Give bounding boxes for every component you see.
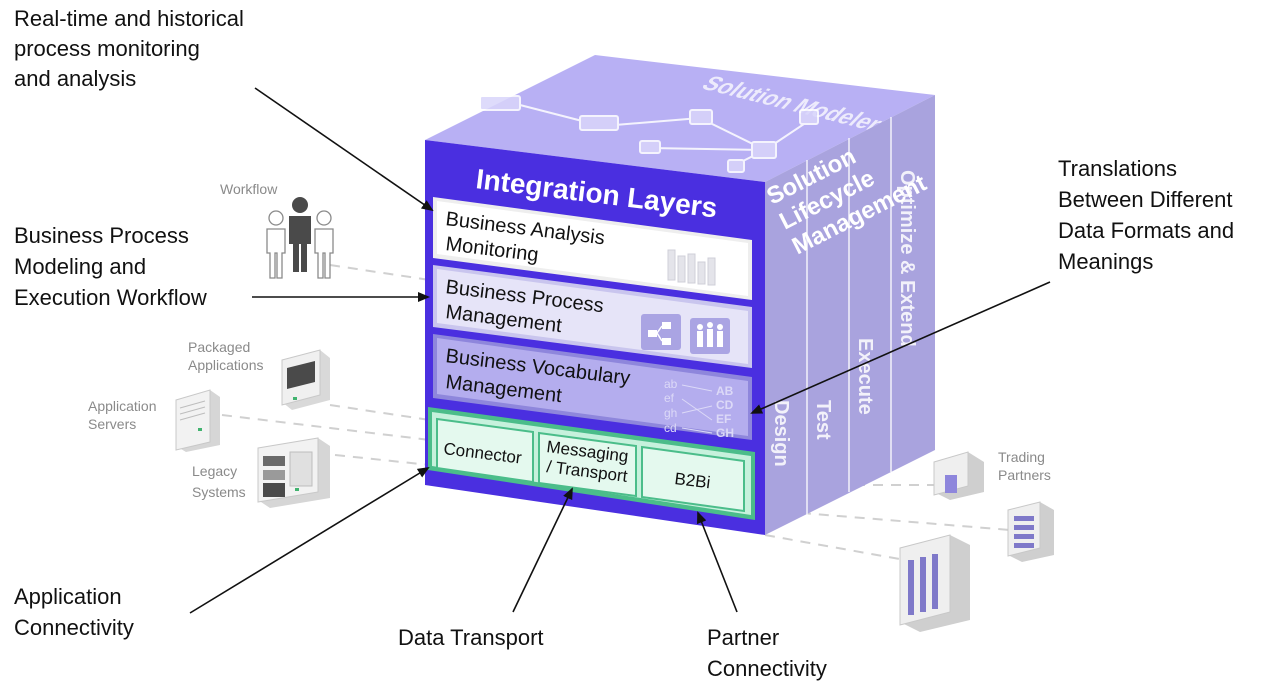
translations-line-4: Meanings bbox=[1058, 249, 1153, 274]
arrow-partner-connectivity bbox=[697, 511, 738, 613]
translations-line-1: Translations bbox=[1058, 156, 1177, 181]
partner-conn-line-1: Partner bbox=[707, 625, 779, 650]
process-flow-icon bbox=[641, 314, 681, 350]
bpm-callout-line-3: Execution Workflow bbox=[14, 285, 207, 310]
callout-partner-connectivity: Partner Connectivity bbox=[707, 625, 827, 681]
arrow-realtime bbox=[254, 87, 434, 212]
layer-business-process-management: Business Process Management bbox=[433, 265, 752, 368]
trading-label-1: Trading bbox=[998, 449, 1045, 465]
realtime-line-2: process monitoring bbox=[14, 36, 200, 61]
callout-translations: Translations Between Different Data Form… bbox=[1058, 156, 1234, 274]
workflow-dash bbox=[329, 264, 431, 281]
arrow-translations bbox=[750, 281, 1051, 414]
svg-text:ab: ab bbox=[664, 377, 678, 391]
legacy-label-1: Legacy bbox=[192, 463, 237, 479]
legacy-label-2: Systems bbox=[192, 484, 246, 500]
messaging-transport-box: Messaging / Transport bbox=[538, 431, 637, 498]
packaged-applications-icon: Packaged Applications bbox=[188, 339, 330, 410]
column-execute: Execute bbox=[854, 338, 876, 415]
svg-text:GH: GH bbox=[716, 426, 734, 440]
partner-building-icon bbox=[899, 534, 970, 632]
b2bi-label: B2Bi bbox=[674, 469, 712, 492]
application-servers-icon: Application Servers bbox=[88, 389, 220, 452]
arrow-data-transport bbox=[512, 487, 573, 613]
connector-box: Connector bbox=[436, 417, 534, 484]
realtime-line-1: Real-time and historical bbox=[14, 6, 244, 31]
column-optimize-extend: Optimize & Extend bbox=[896, 170, 918, 347]
svg-text:AB: AB bbox=[716, 384, 734, 398]
people-group-icon bbox=[690, 318, 730, 354]
callout-realtime-monitoring: Real-time and historical process monitor… bbox=[14, 6, 244, 91]
app-conn-line-2: Connectivity bbox=[14, 615, 134, 640]
column-test: Test bbox=[812, 400, 834, 440]
servers-label-1: Application bbox=[88, 398, 157, 414]
legacy-systems-icon: Legacy Systems bbox=[192, 437, 330, 508]
arrow-app-connectivity bbox=[189, 466, 430, 614]
b2bi-box: B2Bi bbox=[641, 445, 745, 513]
translations-line-2: Between Different bbox=[1058, 187, 1232, 212]
callout-business-process: Business Process Modeling and Execution … bbox=[14, 223, 207, 310]
packaged-label-1: Packaged bbox=[188, 339, 250, 355]
cube-top-face bbox=[425, 55, 935, 182]
partner-conn-line-2: Connectivity bbox=[707, 656, 827, 681]
realtime-line-3: and analysis bbox=[14, 66, 136, 91]
svg-text:ef: ef bbox=[664, 391, 675, 405]
servers-label-2: Servers bbox=[88, 416, 136, 432]
side-column-dividers bbox=[806, 117, 892, 515]
partner-server-icon bbox=[1007, 501, 1054, 562]
data-transform-icon: ab ef gh cd AB CD EF GH bbox=[664, 377, 734, 440]
solution-cube: Solution Modeler Solution bbox=[425, 55, 935, 535]
bpm-callout-line-2: Modeling and bbox=[14, 254, 146, 279]
svg-text:CD: CD bbox=[716, 398, 734, 412]
trading-label-2: Partners bbox=[998, 467, 1051, 483]
workflow-label: Workflow bbox=[220, 181, 278, 197]
app-conn-line-1: Application bbox=[14, 584, 122, 609]
packaged-dash bbox=[329, 404, 431, 421]
partner-dash-3 bbox=[764, 534, 906, 561]
process-diagram-icon bbox=[479, 95, 819, 173]
packaged-label-2: Applications bbox=[188, 357, 264, 373]
trading-partners-icon: Trading Partners bbox=[933, 449, 1051, 500]
svg-text:cd: cd bbox=[664, 421, 677, 435]
callout-application-connectivity: Application Connectivity bbox=[14, 584, 134, 640]
legacy-dash bbox=[334, 454, 431, 466]
svg-text:EF: EF bbox=[716, 412, 731, 426]
workflow-people-icon: Workflow bbox=[220, 181, 334, 279]
column-design: Design bbox=[770, 400, 792, 467]
callout-data-transport: Data Transport bbox=[398, 625, 544, 650]
bar-chart-icon bbox=[667, 249, 716, 286]
layer-connectivity: Connector Messaging / Transport B2Bi bbox=[428, 407, 755, 520]
bpm-callout-line-1: Business Process bbox=[14, 223, 189, 248]
callout-arrows bbox=[189, 87, 1051, 614]
translations-line-3: Data Formats and bbox=[1058, 218, 1234, 243]
svg-text:gh: gh bbox=[664, 406, 677, 420]
servers-dash bbox=[221, 414, 431, 441]
